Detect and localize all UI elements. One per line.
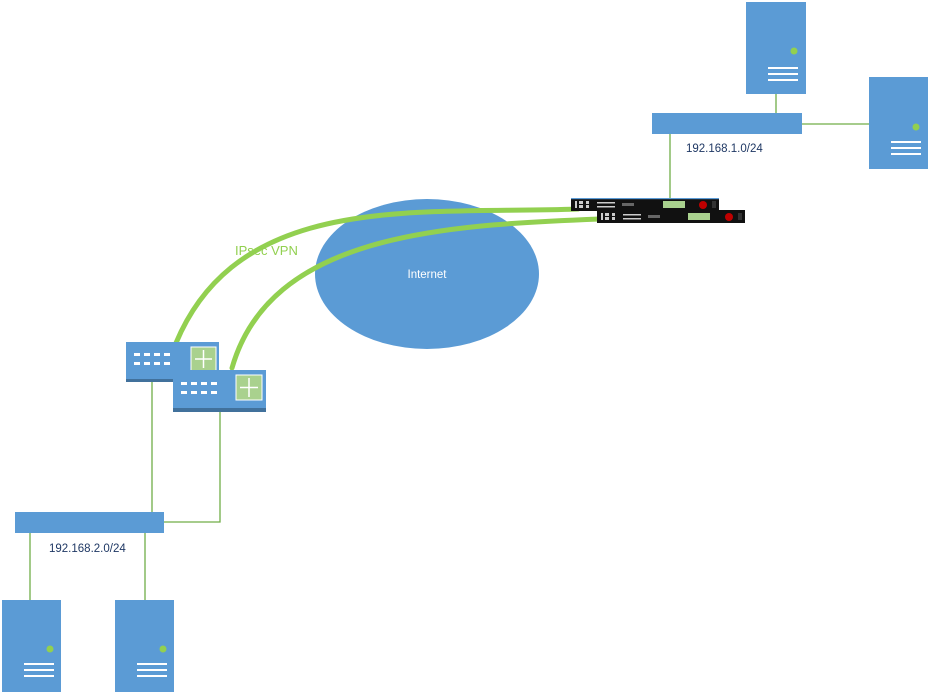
vpn-label: IPsec VPN [235,243,298,258]
server-status-icon [912,123,920,131]
site2-links [29,380,221,600]
subnet-site1-label: 192.168.1.0/24 [686,143,763,155]
router-site2-2 [173,370,266,412]
server-site1-top [746,2,806,94]
server-status-icon [790,47,798,55]
firewall-device-2 [597,210,745,223]
server-status-icon [46,645,54,653]
server-site2-left [2,600,61,692]
internet-cloud [315,199,539,349]
vpn-tunnel-2 [229,216,603,371]
server-status-icon [159,645,167,653]
subnet-site2-label: 192.168.2.0/24 [49,543,126,555]
switch-site2 [15,512,164,533]
server-site1-right [869,77,928,169]
switch-site1 [652,113,802,134]
site1-links [669,94,869,198]
vpn-tunnel-1 [173,206,581,346]
firewall-device-1 [571,198,719,211]
ipsec-vpn-tunnels [173,206,603,371]
server-site2-right [115,600,174,692]
internet-label: Internet [408,269,448,281]
